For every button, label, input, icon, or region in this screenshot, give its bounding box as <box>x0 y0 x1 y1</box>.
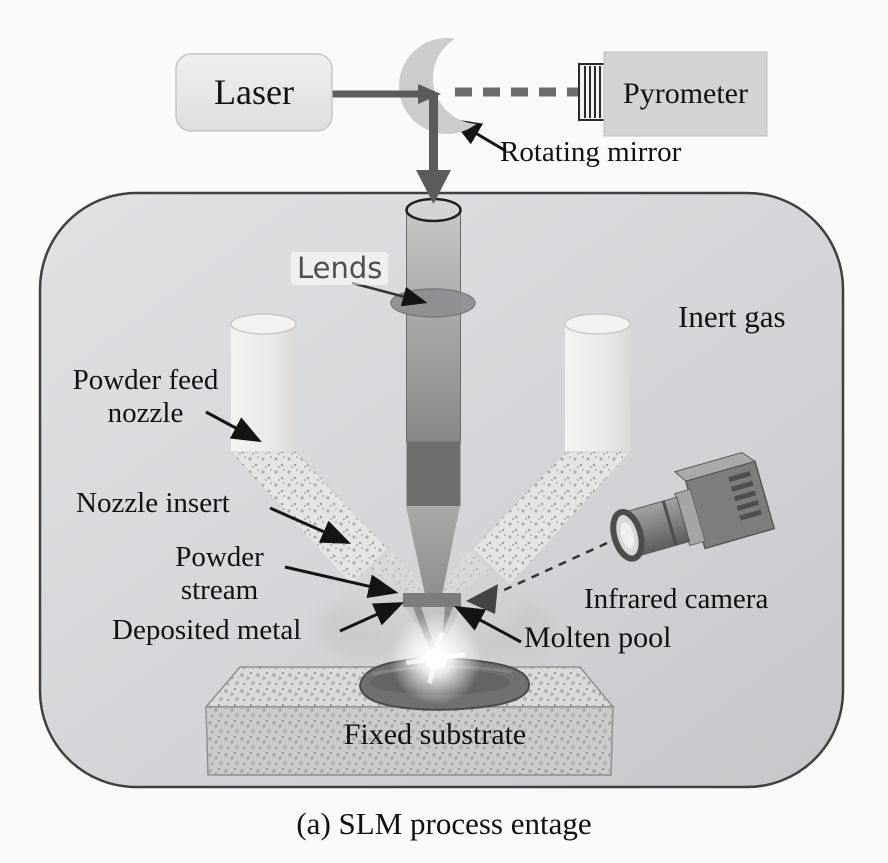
inert-gas-label: Inert gas <box>678 299 786 334</box>
deposited-metal-label: Deposited metal <box>112 614 302 646</box>
focusing-lens <box>390 288 476 318</box>
molten-pool-arrow <box>454 605 522 644</box>
fixed-substrate-label: Fixed substrate <box>343 718 527 751</box>
rotating-mirror-label: Rotating mirror <box>500 136 682 168</box>
beam-delivery <box>175 38 768 204</box>
molten-pool-label: Molten pool <box>524 621 672 654</box>
laser-beam-vertical <box>429 94 438 172</box>
pyrometer-box <box>603 51 768 137</box>
lens-arrow <box>351 281 428 307</box>
lens-label: Lends <box>291 251 389 286</box>
laser-beam-horizontal <box>332 90 420 98</box>
deposited-metal-layer <box>403 593 461 607</box>
figure-caption: (a) SLM process entage <box>296 806 592 841</box>
pyrometer-aperture <box>578 63 607 121</box>
powder-stream-arrow <box>284 565 399 598</box>
nozzle-insert-arrow <box>269 506 352 544</box>
powder-feed-nozzle-label: Powder feed nozzle <box>72 364 219 430</box>
infrared-camera-label: Infrared camera <box>584 583 769 615</box>
melt-zone <box>390 607 482 705</box>
laser-beam-down-arrowhead <box>416 170 451 204</box>
nozzle-insert-label: Nozzle insert <box>76 487 230 519</box>
laser-tube <box>405 197 462 595</box>
rotating-mirror <box>399 38 495 134</box>
pyrometer-label: Pyrometer <box>623 76 748 110</box>
laser-box <box>175 53 333 132</box>
infrared-camera <box>466 451 776 614</box>
powder-stream-label: Powder stream <box>175 541 264 607</box>
deposited-metal-arrow <box>339 602 405 633</box>
powder-feed-nozzle-arrow <box>205 410 262 443</box>
laser-label: Laser <box>214 71 294 112</box>
